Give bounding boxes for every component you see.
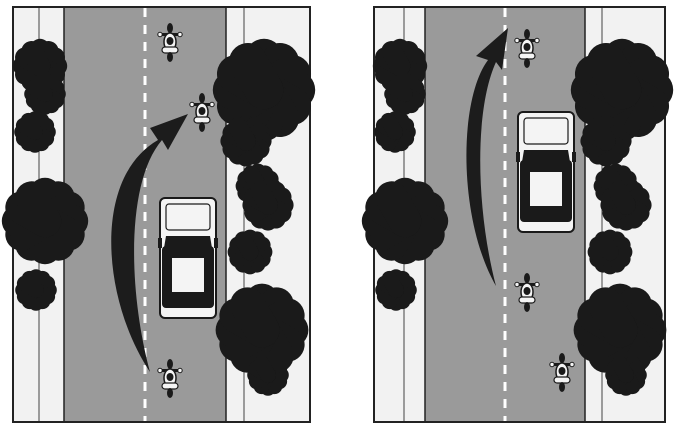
left-panel <box>13 6 310 423</box>
right-panel <box>374 6 665 423</box>
tree-icon <box>233 301 291 359</box>
tree-icon <box>591 301 649 359</box>
tree-icon <box>232 58 296 122</box>
tree-icon <box>590 125 622 157</box>
car-icon <box>157 197 219 319</box>
tree-icon <box>22 119 48 145</box>
tree-icon <box>18 194 72 248</box>
tree-icon <box>392 81 418 107</box>
tree-icon <box>255 362 281 388</box>
tree-icon <box>383 277 409 303</box>
curved-arrow-up-left-icon <box>466 28 508 286</box>
tree-icon <box>23 277 49 303</box>
tree-icon <box>236 238 264 266</box>
tree-icon <box>230 125 262 157</box>
tree-icon <box>252 189 284 221</box>
tree-icon <box>378 194 432 248</box>
tree-icon <box>596 238 624 266</box>
tree-icon <box>32 81 58 107</box>
curved-arrow-up-right-icon <box>111 114 188 372</box>
car-icon <box>515 111 577 233</box>
tree-icon <box>590 58 654 122</box>
tree-icon <box>382 119 408 145</box>
tree-icon <box>610 189 642 221</box>
tree-icon <box>613 362 639 388</box>
